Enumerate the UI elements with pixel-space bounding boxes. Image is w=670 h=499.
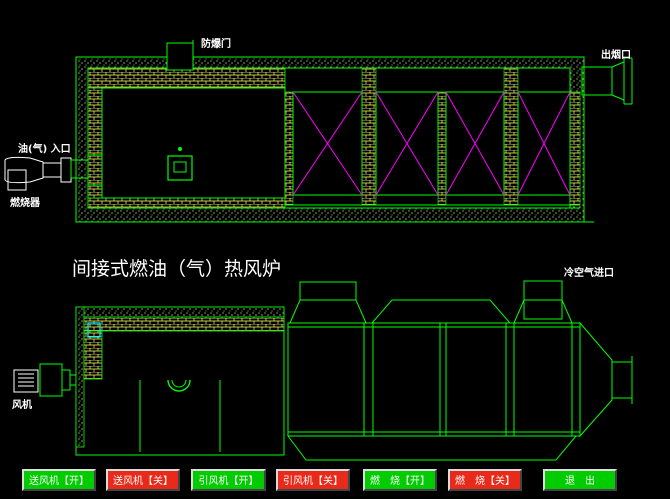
smoke-outlet-duct xyxy=(581,57,633,105)
oil-gas-inlet-label: 油(气) 入口 xyxy=(18,144,71,155)
burn-on-button[interactable]: 燃 烧【开】 xyxy=(363,469,437,491)
smoke-outlet-label: 出烟口 xyxy=(601,50,631,61)
induced-fan-off-button[interactable]: 引风机【关】 xyxy=(276,469,350,491)
burner-label: 燃烧器 xyxy=(10,198,40,209)
cold-air-inlet-label: 冷空气进口 xyxy=(564,268,614,279)
burner-unit xyxy=(4,156,72,191)
bottom-section-view xyxy=(13,280,633,461)
induced-fan-on-button[interactable]: 引风机【开】 xyxy=(191,469,266,491)
heat-exchanger-tubes xyxy=(292,91,571,196)
burn-off-button[interactable]: 燃 烧【关】 xyxy=(448,469,522,491)
top-section-view xyxy=(4,40,633,223)
supply-fan-off-button[interactable]: 送风机【关】 xyxy=(106,469,180,491)
exit-button[interactable]: 退 出 xyxy=(543,469,617,491)
fan-unit xyxy=(39,363,76,397)
explosion-door-label: 防爆门 xyxy=(201,39,231,50)
fan-label: 风机 xyxy=(12,400,32,411)
exchanger-body xyxy=(287,280,633,461)
supply-fan-on-button[interactable]: 送风机【开】 xyxy=(22,469,96,491)
page-title: 间接式燃油（气）热风炉 xyxy=(72,258,282,280)
